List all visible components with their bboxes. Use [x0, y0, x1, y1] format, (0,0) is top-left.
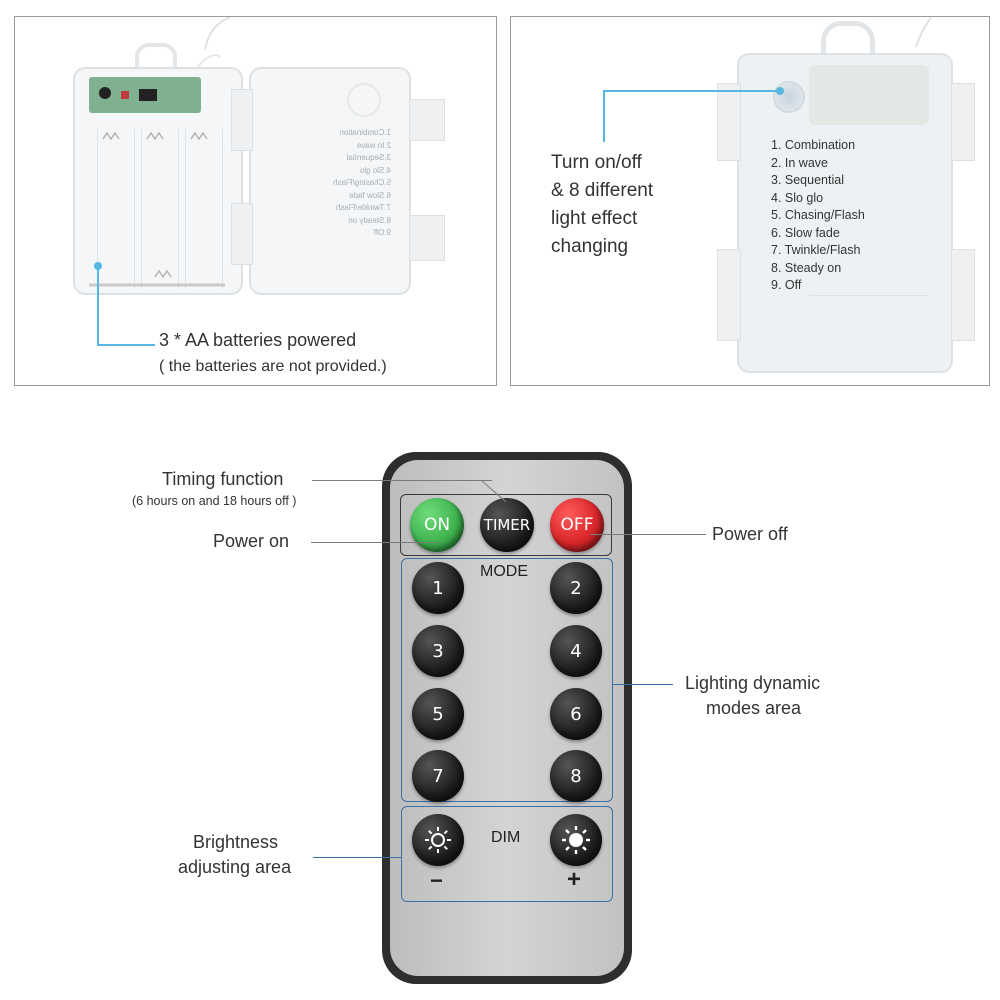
timer-button[interactable]: TIMER	[480, 498, 534, 552]
hinge-clip-bottom	[231, 203, 253, 265]
battery-slot-2	[141, 129, 179, 289]
power-off-pointer-line	[590, 534, 706, 535]
mode-button-4[interactable]: 4	[550, 625, 602, 677]
lid-mode-7: 7.Twinkle/Flash	[335, 203, 391, 212]
dim-down-button[interactable]	[412, 814, 464, 866]
wire-graphic-right	[915, 17, 932, 48]
power-button-icon	[773, 81, 805, 113]
brightness-label-line-2: adjusting area	[178, 857, 292, 877]
mode-item-5: 5. Chasing/Flash	[771, 208, 865, 222]
mode-button-2[interactable]: 2	[550, 562, 602, 614]
power-callout-dot	[776, 87, 784, 95]
mode-button-3[interactable]: 3	[412, 625, 464, 677]
hinge-left-bottom	[717, 249, 741, 341]
lid-mode-3: 3.Sequential	[346, 153, 391, 162]
mode-item-6: 6. Slow fade	[771, 225, 840, 240]
turn-on-caption-line-4: changing	[551, 236, 629, 257]
lighting-modes-label-line-2: modes area	[706, 698, 802, 718]
mode-label: MODE	[480, 563, 528, 580]
timer-pointer-line-h	[312, 480, 492, 481]
mode-button-6[interactable]: 6	[550, 688, 602, 740]
timer-pointer-line-diag	[480, 479, 507, 503]
lid-mode-2: 2.In wave	[356, 140, 391, 150]
closed-case: 1. Combination 2. In wave 3. Sequential …	[737, 53, 953, 373]
turn-on-caption-line-1: Turn on/off	[551, 152, 642, 173]
hang-loop-right	[821, 21, 875, 64]
sun-outline-icon	[425, 827, 451, 853]
mode-item-8: 8. Steady on	[771, 260, 842, 275]
hinge-right-top	[951, 83, 975, 161]
lid-mode-6: 6.Slow fade	[349, 190, 391, 200]
mode-button-8[interactable]: 8	[550, 750, 602, 802]
open-battery-box-panel: 1.Combination 2.In wave 3.Sequential 4.S…	[14, 16, 497, 386]
hinge-clip-top	[231, 89, 253, 151]
modes-area-highlight	[401, 558, 613, 802]
battery-shadow	[809, 295, 929, 366]
lid-mode-1: 1.Combination	[339, 128, 391, 137]
battery-caption: 3 * AA batteries powered	[159, 330, 357, 350]
turn-on-caption: Turn on/off & 8 different light effect c…	[551, 149, 653, 261]
power-off-label: Power off	[712, 524, 788, 544]
lid-modes-mirrored: 1.Combination 2.In wave 3.Sequential 4.S…	[281, 127, 391, 247]
wire-graphic	[197, 17, 231, 68]
hang-loop	[135, 43, 177, 77]
spring-contacts	[89, 131, 225, 287]
latch-top	[409, 99, 445, 141]
latch-bottom	[409, 215, 445, 261]
mode-item-1: 1. Combination	[771, 138, 856, 152]
closed-battery-box-panel: 1. Combination 2. In wave 3. Sequential …	[510, 16, 990, 386]
brightness-label-line-1: Brightness	[193, 832, 279, 852]
battery-callout-line-h	[97, 344, 155, 346]
power-on-pointer-line	[311, 542, 439, 543]
brightness-pointer-line	[313, 857, 401, 858]
dim-label: DIM	[491, 829, 521, 846]
mode-button-5[interactable]: 5	[412, 688, 464, 740]
mode-item-2: 2. In wave	[771, 155, 828, 170]
closed-case-mode-list: 1. Combination 2. In wave 3. Sequential …	[771, 137, 865, 295]
turn-on-caption-line-2: & 8 different	[551, 180, 654, 201]
turn-on-caption-line-3: light effect	[551, 208, 638, 229]
power-callout-line-h	[603, 90, 779, 92]
mode-item-3: 3. Sequential	[771, 173, 844, 187]
mode-item-9: 9. Off	[771, 278, 802, 292]
lid-mode-8: 8.Steady on	[348, 215, 391, 225]
on-button[interactable]: ON	[410, 498, 464, 552]
internal-board	[809, 65, 929, 125]
mode-button-7[interactable]: 7	[412, 750, 464, 802]
lid-mode-5: 5.Chasing/Flash	[333, 178, 391, 187]
lighting-modes-label-line-1: Lighting dynamic	[685, 673, 821, 693]
lighting-pointer-line	[613, 684, 673, 685]
lid-mode-9: 9.Off	[373, 228, 391, 237]
off-button[interactable]: OFF	[550, 498, 604, 552]
plus-label: +	[567, 866, 582, 893]
mode-button-1[interactable]: 1	[412, 562, 464, 614]
battery-slot-3	[185, 129, 223, 289]
battery-caption-note: ( the batteries are not provided.)	[159, 358, 387, 375]
mode-item-4: 4. Slo glo	[771, 190, 824, 205]
timing-function-label: Timing function	[162, 469, 284, 489]
lid-button-hole	[347, 83, 381, 117]
power-callout-line-v	[603, 90, 605, 142]
battery-slot-1	[97, 129, 135, 289]
hinge-right-bottom	[951, 249, 975, 341]
circuit-board	[89, 77, 201, 113]
top-button-group	[400, 494, 612, 556]
mode-item-7: 7. Twinkle/Flash	[771, 243, 861, 257]
sun-filled-icon	[562, 826, 590, 854]
dim-area-highlight	[401, 806, 613, 902]
minus-label: −	[430, 868, 443, 893]
lid-mode-4: 4.Slo glo	[359, 165, 391, 175]
lid: 1.Combination 2.In wave 3.Sequential 4.S…	[249, 67, 411, 295]
timing-function-note: (6 hours on and 18 hours off )	[132, 494, 297, 508]
battery-callout-line-v	[97, 266, 99, 346]
hinge-left-top	[717, 83, 741, 161]
dim-up-button[interactable]	[550, 814, 602, 866]
power-on-label: Power on	[213, 531, 290, 551]
battery-compartment	[73, 67, 243, 295]
